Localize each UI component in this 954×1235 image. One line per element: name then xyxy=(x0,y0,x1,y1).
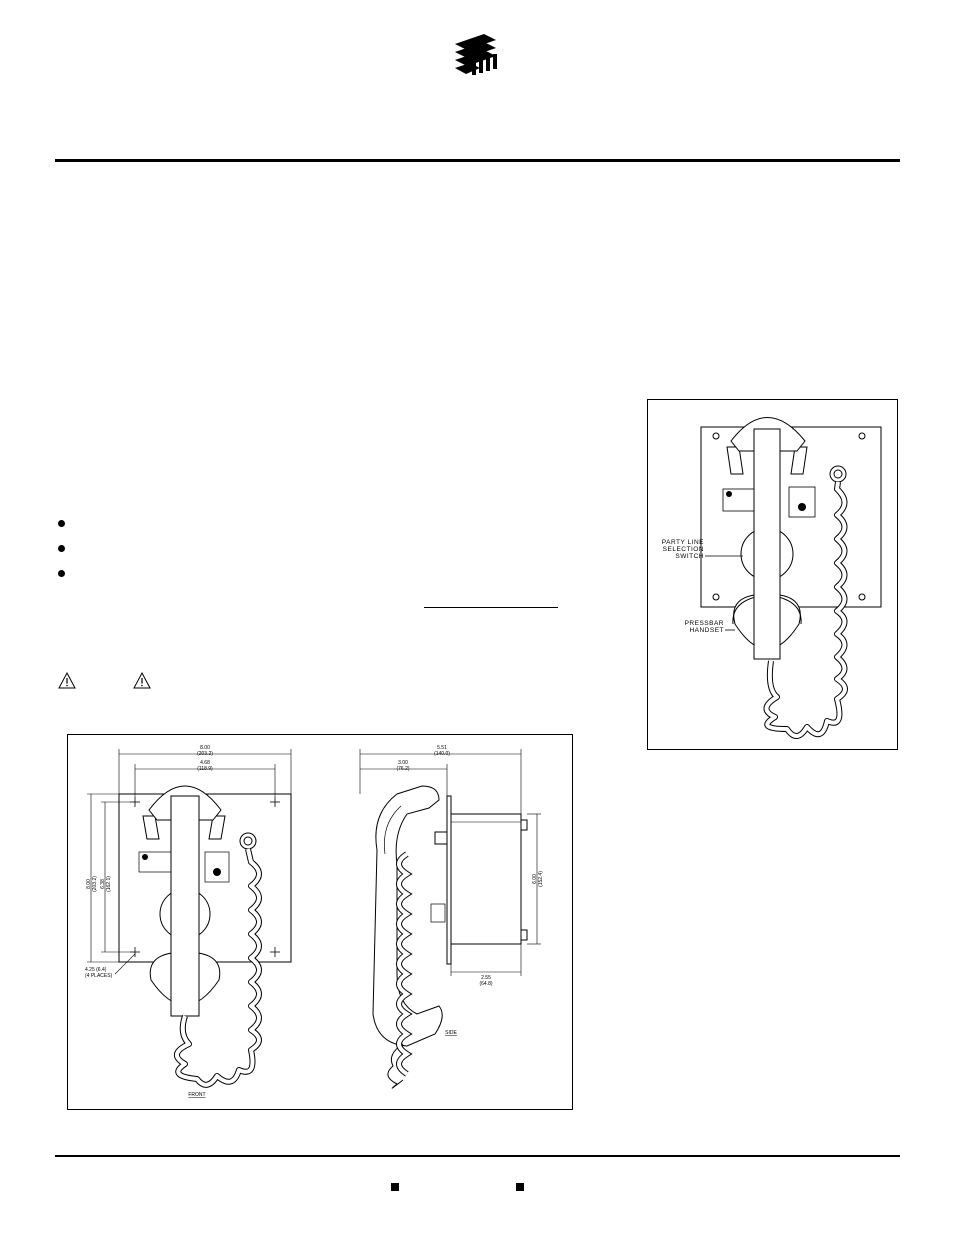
bullet xyxy=(58,520,65,527)
dim-box-depth-mm: (64.8) xyxy=(479,981,492,987)
dim-width-overall-mm: (203.2) xyxy=(197,751,213,757)
caption-front: FRONT xyxy=(188,1092,205,1098)
dim-height-overall: 8.00 xyxy=(86,879,92,889)
dim-hole-dia: 4.25 (6.4) xyxy=(85,967,107,973)
dim-box-height-mm: (152.4) xyxy=(538,871,544,887)
product-illustration-frame xyxy=(647,399,898,750)
header-rule xyxy=(55,159,900,162)
footer-rule xyxy=(55,1155,900,1157)
dim-hole-count: (4 PLACES) xyxy=(85,973,113,979)
footer-separator xyxy=(391,1183,399,1191)
dim-handset-depth-mm: (76.2) xyxy=(396,766,409,772)
product-illustration: PARTY LINE SELECTION SWITCH PRESSBAR HAN… xyxy=(662,417,882,739)
dim-height-overall-mm: (203.2) xyxy=(92,876,98,892)
bullet xyxy=(58,570,65,577)
dim-box-depth: 2.55 xyxy=(481,975,491,981)
dim-handset-depth: 3.00 xyxy=(398,760,408,766)
dim-height-holes-mm: (162.1) xyxy=(106,876,112,892)
underline xyxy=(424,607,558,608)
warning-icon xyxy=(58,671,76,689)
callout-handset-line1: PRESSBAR xyxy=(685,620,724,627)
caption-side: SIDE xyxy=(445,1030,457,1036)
dim-width-holes-mm: (118.9) xyxy=(197,766,213,772)
callout-selection-switch-line2: SELECTION xyxy=(663,546,704,553)
dim-depth-overall-mm: (140.0) xyxy=(434,751,450,757)
dim-box-height: 6.00 xyxy=(532,874,538,884)
callout-handset-line2: HANDSET xyxy=(689,627,724,634)
bullet xyxy=(58,545,65,552)
footer-separator xyxy=(516,1183,524,1191)
company-logo xyxy=(455,34,497,75)
dim-width-overall: 8.00 xyxy=(200,745,210,751)
callout-selection-switch-line1: PARTY LINE xyxy=(662,539,704,546)
dim-height-holes: 6.38 xyxy=(100,879,106,889)
dimension-drawing-frame xyxy=(67,734,573,1110)
warning-icon xyxy=(133,671,151,689)
callout-selection-switch-line3: SWITCH xyxy=(675,553,704,560)
dim-width-holes: 4.68 xyxy=(200,760,210,766)
dimension-drawing: 8.00 (203.2) 4.68 (118.9) 8.00 (203.2) 6… xyxy=(85,745,544,1098)
dim-depth-overall: 5.51 xyxy=(437,745,447,751)
